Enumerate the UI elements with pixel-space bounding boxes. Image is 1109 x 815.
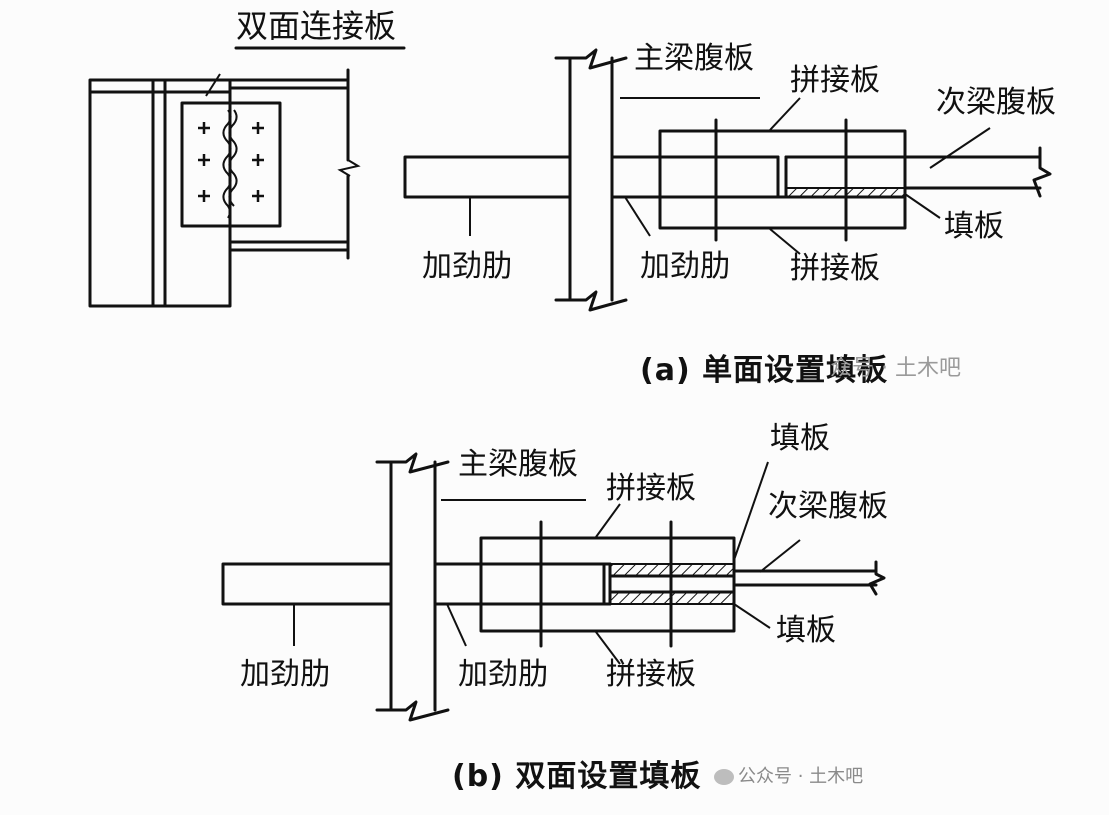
plan-view-a [403, 48, 1052, 312]
label-b-main-web: 主梁腹板 [458, 447, 578, 482]
a-leader-splice-top [769, 97, 801, 131]
b-main-web-break-bottom [375, 700, 450, 722]
watermark-b-text: 公众号 · 土木吧 [738, 766, 864, 787]
b-leader-filler-bottom [733, 603, 771, 629]
a-main-web-break-bottom [554, 290, 628, 312]
a-sec-web-break [1032, 146, 1052, 198]
a-leader-sec-web [929, 127, 991, 169]
sec-beam-break-mark [337, 159, 361, 177]
label-a-splice-top: 拼接板 [790, 63, 880, 98]
b-leader-stiffener-right [446, 603, 467, 647]
label-b-filler-bottom: 填板 [776, 613, 836, 648]
label-a-main-web: 主梁腹板 [634, 41, 754, 76]
b-stiffener-left [221, 562, 393, 606]
label-b-sec-web: 次梁腹板 [768, 489, 888, 524]
b-leader-sec-web [759, 539, 801, 573]
label-a-sec-web: 次梁腹板 [936, 85, 1056, 120]
plan-view-b [221, 452, 886, 722]
b-sec-web-break [868, 560, 886, 596]
label-b-splice-bottom: 拼接板 [606, 657, 696, 692]
label-a-filler: 填板 [944, 209, 1004, 244]
label-a-splice-bottom: 拼接板 [790, 251, 880, 286]
label-a-stiffener-right: 加劲肋 [640, 249, 730, 284]
bolt-group [198, 109, 264, 219]
a-leader-splice-bottom [769, 228, 801, 255]
a-leader-filler [904, 193, 941, 219]
caption-a: (a) 单面设置填板 [640, 353, 889, 388]
elevation-view [88, 46, 406, 308]
label-double-splice-plate: 双面连接板 [236, 7, 397, 45]
label-b-filler-top: 填板 [770, 421, 830, 456]
label-b-stiffener-left: 加劲肋 [240, 657, 330, 692]
b-main-web-break-top [375, 452, 450, 474]
label-a-stiffener-left: 加劲肋 [422, 249, 512, 284]
a-splice-plate-box [658, 129, 907, 230]
b-leader-filler-top [733, 461, 769, 561]
b-leader-splice-top [595, 503, 621, 538]
a-main-web-break-top [554, 48, 628, 70]
a-leader-stiffener-right [624, 196, 651, 237]
label-b-splice-top: 拼接板 [606, 471, 696, 506]
watermark-a: 众号 · 土木吧 [830, 356, 961, 381]
main-beam-outline [88, 78, 232, 308]
a-stiffener-left [403, 155, 572, 199]
label-leader [205, 73, 221, 97]
caption-b: (b) 双面设置填板 [452, 759, 702, 794]
wechat-icon [714, 769, 734, 785]
b-leader-splice-bottom [595, 631, 621, 665]
label-b-stiffener-right: 加劲肋 [458, 657, 548, 692]
watermark-b: 公众号 · 土木吧 [714, 768, 863, 786]
double-splice-plate [180, 101, 282, 228]
b-splice-plate-box [479, 536, 736, 633]
